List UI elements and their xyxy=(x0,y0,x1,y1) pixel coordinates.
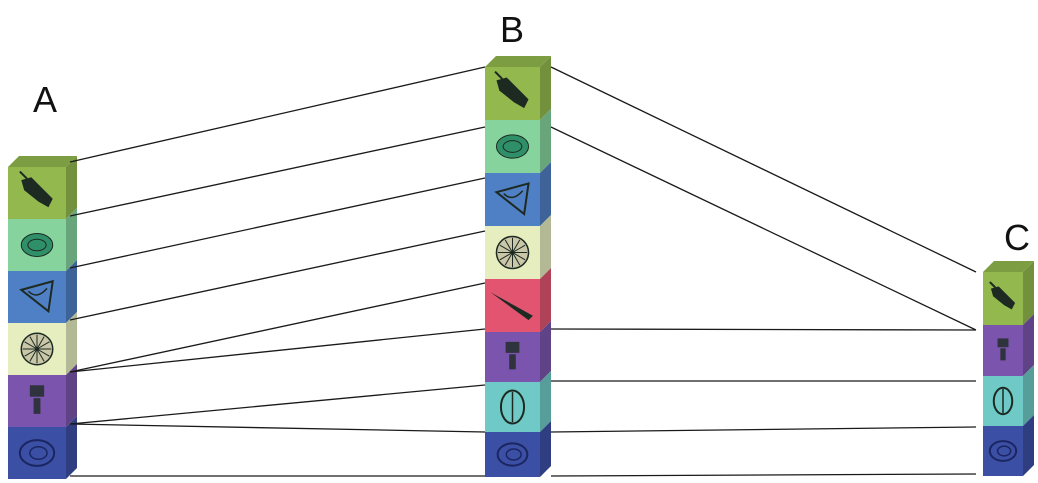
layer-side-c-navy xyxy=(1023,415,1034,476)
correlation-line xyxy=(550,328,977,331)
layer-side-b-navy xyxy=(540,421,551,477)
layer-side-c-teal xyxy=(1023,365,1034,426)
column-c xyxy=(983,261,1034,476)
layer-side-b-blue xyxy=(540,162,551,226)
layer-side-a-cream xyxy=(66,312,77,375)
layer-side-b-mint xyxy=(540,109,551,173)
column-top-a xyxy=(8,156,77,167)
brachiopod-fossil-icon xyxy=(505,341,520,370)
column-top-c xyxy=(983,261,1034,272)
layer-side-b-purple xyxy=(540,321,551,382)
layer-side-a-purple xyxy=(66,364,77,427)
brachiopod-fossil-icon xyxy=(997,338,1009,361)
trilobite-side-fossil-icon xyxy=(19,170,53,208)
correlation-line xyxy=(550,426,977,433)
correlation-line xyxy=(550,473,977,477)
correlation-line xyxy=(69,384,486,425)
column-label-a: A xyxy=(33,79,58,120)
layer-side-b-cream xyxy=(540,215,551,279)
correlation-line xyxy=(69,66,486,163)
layer-side-a-green xyxy=(66,156,77,219)
trilobite-side-fossil-icon xyxy=(989,281,1016,310)
layer-side-b-red xyxy=(540,268,551,332)
layer-a-navy xyxy=(8,427,66,479)
orthocone-fossil-icon xyxy=(490,292,533,321)
layer-side-c-purple xyxy=(1023,314,1034,376)
layer-side-a-blue xyxy=(66,260,77,323)
brachiopod-fossil-icon xyxy=(29,385,45,414)
trilobite-top-fossil-icon xyxy=(992,386,1014,416)
correlation-line xyxy=(69,230,486,321)
echinoid-fossil-icon xyxy=(20,332,54,366)
column-label-b: B xyxy=(500,9,525,50)
correlation-line xyxy=(550,126,977,331)
gastropod-shell-fossil-icon xyxy=(19,279,54,314)
trilobite-side-fossil-icon xyxy=(494,70,529,109)
correlation-lines xyxy=(69,66,977,477)
layer-side-c-green xyxy=(1023,261,1034,325)
layer-side-a-navy xyxy=(66,416,77,479)
correlation-line xyxy=(69,282,486,373)
trilobite-top-fossil-icon xyxy=(499,389,526,425)
correlation-line xyxy=(69,126,486,217)
correlation-line xyxy=(69,177,486,269)
layer-b-navy xyxy=(485,432,540,477)
layer-b-blue xyxy=(485,173,540,226)
coral-fossil-icon xyxy=(495,134,530,159)
layer-side-a-mint xyxy=(66,208,77,271)
layer-a-blue xyxy=(8,271,66,323)
echinoid-fossil-icon xyxy=(495,235,530,270)
correlation-line xyxy=(69,423,486,433)
ammonite-fossil-icon xyxy=(988,440,1018,462)
correlation-line xyxy=(550,66,977,273)
coral-fossil-icon xyxy=(20,233,54,257)
column-a xyxy=(8,156,77,479)
column-label-c: C xyxy=(1004,217,1030,258)
stratigraphic-columns xyxy=(8,56,1034,479)
layer-side-b-teal xyxy=(540,371,551,432)
correlation-line xyxy=(69,328,486,373)
ammonite-fossil-icon xyxy=(18,439,56,467)
ammonite-fossil-icon xyxy=(496,442,529,467)
column-top-b xyxy=(485,56,551,67)
gastropod-shell-fossil-icon xyxy=(494,182,530,216)
layer-side-b-green xyxy=(540,56,551,120)
column-b xyxy=(485,56,551,477)
